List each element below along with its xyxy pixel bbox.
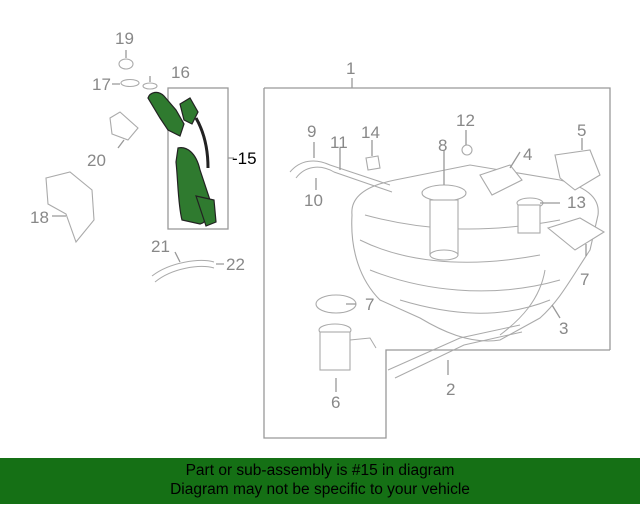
bracket (554, 149, 601, 191)
pad-right (546, 217, 606, 251)
callout-2: 2 (446, 380, 455, 399)
strap-2 (387, 324, 521, 371)
callout-20: 20 (87, 151, 106, 170)
banner-line-1: Part or sub-assembly is #15 in diagram (185, 462, 455, 479)
callout-15: -15 (232, 149, 257, 168)
callout-3: 3 (559, 319, 568, 338)
callout-13: 13 (567, 193, 586, 212)
banner-line-2: Diagram may not be specific to your vehi… (170, 481, 470, 498)
callout-8: 8 (438, 136, 447, 155)
cap-19 (118, 58, 134, 70)
callout-6: 6 (331, 393, 340, 412)
info-banner: Part or sub-assembly is #15 in diagram D… (0, 458, 640, 504)
callout-7-right: 7 (580, 270, 589, 289)
assembly-frame (264, 87, 611, 350)
bracket-20 (109, 111, 139, 141)
grommet (365, 155, 381, 171)
callout-11: 11 (330, 133, 348, 152)
parts-diagram: 1 2 3 4 5 6 7 7 8 9 10 11 12 13 14 -15 1… (30, 29, 611, 439)
gasket-17 (120, 78, 140, 88)
callout-9: 9 (307, 122, 316, 141)
hose-21-22 (151, 260, 215, 277)
filler-neck-15 (147, 91, 217, 227)
callout-12: 12 (456, 111, 475, 130)
strap-3 (499, 269, 546, 336)
callout-14: 14 (361, 123, 380, 142)
callout-7-left: 7 (365, 295, 374, 314)
callout-4: 4 (523, 145, 532, 164)
sender-unit (516, 197, 544, 234)
cover-plate (479, 164, 523, 196)
callout-21: 21 (151, 237, 170, 256)
ring-16 (142, 82, 158, 90)
callout-5: 5 (577, 121, 586, 140)
assembly-frame-lower (263, 88, 610, 439)
vent-line (289, 160, 391, 186)
callout-1: 1 (346, 59, 355, 78)
callout-10: 10 (304, 191, 323, 210)
callout-19: 19 (115, 29, 134, 48)
fuel-filter (318, 323, 377, 371)
callout-22: 22 (226, 255, 245, 274)
callout-17: 17 (92, 75, 111, 94)
shield-18 (45, 171, 95, 244)
nut (461, 144, 473, 156)
callout-18: 18 (30, 208, 49, 227)
callout-16: 16 (171, 63, 190, 82)
